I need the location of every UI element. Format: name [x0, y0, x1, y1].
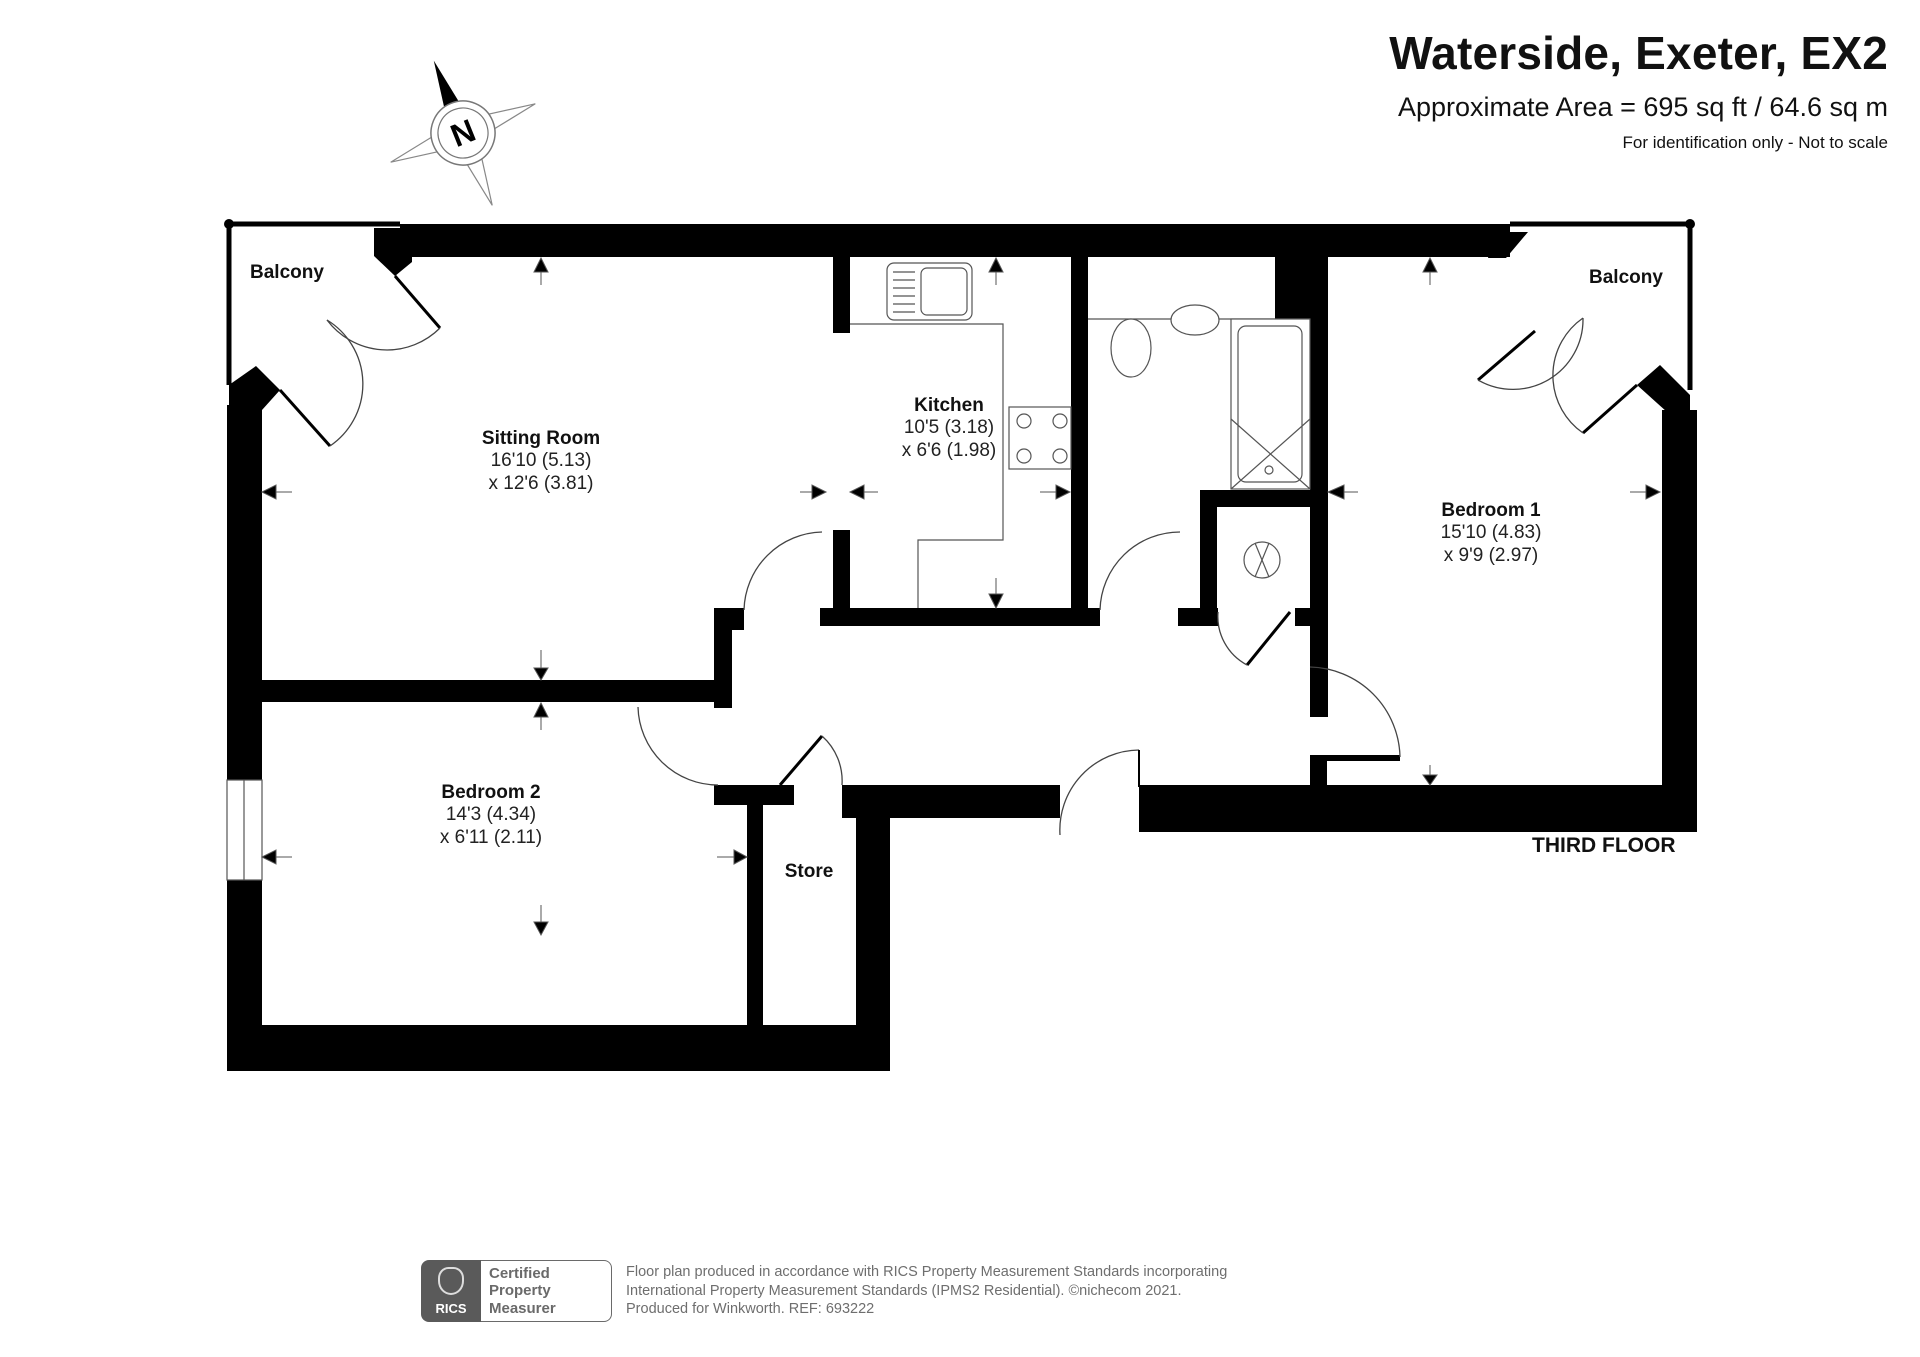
- badge-line: Certified: [489, 1265, 550, 1283]
- room-label-balcony-right: Balcony: [1589, 267, 1663, 288]
- balcony-outline: [226, 221, 1693, 390]
- footer-line: Floor plan produced in accordance with R…: [626, 1264, 1228, 1281]
- room-name: Bedroom 2: [441, 782, 541, 803]
- room-dimension-1: 16'10 (5.13): [490, 450, 592, 472]
- rics-brand: RICS: [435, 1301, 467, 1316]
- north-compass-icon: N: [390, 60, 536, 206]
- room-dimension-2: x 9'9 (2.97): [1443, 544, 1539, 566]
- room-dimension-2: x 6'11 (2.11): [439, 826, 543, 848]
- room-dimension-1: 14'3 (4.34): [445, 804, 537, 826]
- room-bedroom-1: Bedroom 1 15'10 (4.83) x 9'9 (2.97): [1441, 500, 1542, 567]
- badge-line: Property: [489, 1282, 551, 1300]
- room-sitting-room: Sitting Room 16'10 (5.13) x 12'6 (3.81): [482, 428, 600, 495]
- footer-line: Produced for Winkworth. REF: 693222: [626, 1301, 875, 1318]
- room-name: Store: [784, 861, 834, 882]
- property-title: Waterside, Exeter, EX2: [1389, 27, 1888, 79]
- room-name: Bedroom 1: [1441, 500, 1541, 521]
- room-dimension-1: 15'10 (4.83): [1440, 522, 1542, 544]
- kitchen-fittings: [850, 262, 1072, 608]
- room-kitchen: Kitchen 10'5 (3.18) x 6'6 (1.98): [902, 395, 996, 462]
- badge-line: Measurer: [489, 1299, 556, 1317]
- footer-line: International Property Measurement Stand…: [626, 1282, 1182, 1299]
- certified-property-measurer-badge: Certified Property Measurer: [481, 1260, 612, 1322]
- measurement-arrows: [260, 256, 1662, 937]
- approximate-area: Approximate Area = 695 sq ft / 64.6 sq m: [1397, 92, 1888, 122]
- room-dimension-2: x 12'6 (3.81): [488, 472, 594, 494]
- scale-disclaimer: For identification only - Not to scale: [1622, 133, 1888, 152]
- walls: [227, 224, 1697, 1071]
- footer-text: Floor plan produced in accordance with R…: [626, 1260, 1227, 1322]
- floor-label: THIRD FLOOR: [1532, 834, 1676, 857]
- room-store: Store: [785, 861, 834, 883]
- room-name: Kitchen: [914, 395, 984, 416]
- rics-lion-icon: [438, 1267, 464, 1295]
- footer: RICS Certified Property Measurer Floor p…: [421, 1260, 1227, 1322]
- bedroom2-window: [226, 779, 263, 881]
- room-name: Sitting Room: [481, 428, 601, 449]
- doors: [278, 275, 1638, 836]
- room-dimension-2: x 6'6 (1.98): [901, 439, 997, 461]
- bathroom-fittings: [1088, 304, 1311, 579]
- room-dimension-1: 10'5 (3.18): [903, 417, 995, 439]
- room-label-balcony-left: Balcony: [250, 262, 324, 283]
- room-bedroom-2: Bedroom 2 14'3 (4.34) x 6'11 (2.11): [440, 782, 542, 849]
- rics-logo: RICS: [421, 1260, 481, 1322]
